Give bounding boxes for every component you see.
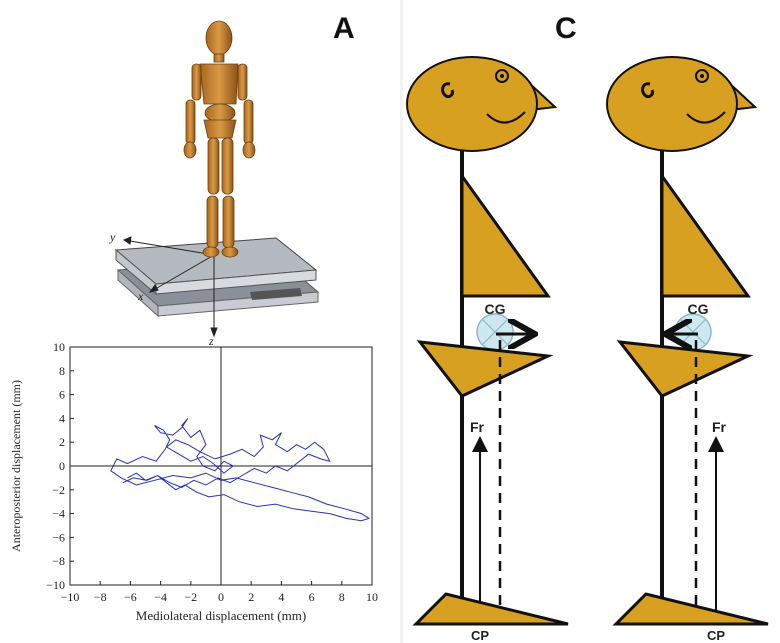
y-tick-label: 2 bbox=[59, 435, 65, 449]
cp-label: CP bbox=[707, 628, 725, 643]
panel-label-c: C bbox=[555, 12, 577, 45]
y-tick-label: −4 bbox=[52, 507, 65, 521]
stabilogram-chart: −10 −8 −6 −4 −2 0 2 4 6 8 10 −10 −8 −6 −4 −2 0 2 4 6 8 10 Me… bbox=[9, 340, 378, 623]
y-tick-label: −8 bbox=[52, 554, 65, 568]
fr-label: Fr bbox=[470, 419, 485, 435]
figure-right: CG Fr CP bbox=[606, 56, 769, 643]
axis-y-label: y bbox=[109, 230, 116, 244]
x-tick-label: −4 bbox=[154, 590, 167, 604]
y-axis-label: Anteroposterior displacement (mm) bbox=[9, 380, 23, 552]
torso-triangle bbox=[460, 171, 551, 298]
x-tick-label: 8 bbox=[339, 590, 345, 604]
y-tick-label: −10 bbox=[46, 578, 65, 592]
y-tick-label: 0 bbox=[59, 459, 65, 473]
platform-axes bbox=[122, 236, 218, 338]
head bbox=[406, 56, 538, 152]
mouth bbox=[686, 111, 726, 124]
wooden-mannequin bbox=[183, 20, 256, 258]
axis-z-label: z bbox=[208, 334, 214, 345]
panel-divider bbox=[400, 0, 403, 643]
x-tick-label: −2 bbox=[184, 590, 197, 604]
cg-label: CG bbox=[485, 301, 506, 317]
foot-triangle bbox=[612, 592, 769, 626]
head bbox=[606, 56, 738, 152]
cp-label: CP bbox=[471, 628, 489, 643]
y-tick-label: 4 bbox=[59, 411, 65, 425]
ear bbox=[641, 82, 654, 98]
x-tick-label: −6 bbox=[124, 590, 137, 604]
y-tick-label: 6 bbox=[59, 388, 65, 402]
x-tick-label: −10 bbox=[61, 590, 80, 604]
y-tick-label: 10 bbox=[53, 340, 65, 354]
torso-triangle bbox=[660, 171, 751, 298]
eye bbox=[695, 69, 709, 83]
panel-label-a: A bbox=[333, 12, 355, 45]
cop-trajectory-line bbox=[110, 418, 371, 522]
y-tick-labels: −10 −8 −6 −4 −2 0 2 4 6 8 10 bbox=[46, 340, 74, 592]
x-tick-label: 0 bbox=[218, 590, 224, 604]
eye bbox=[495, 69, 509, 83]
foot-triangle bbox=[412, 592, 569, 626]
zero-axes bbox=[70, 347, 372, 585]
x-tick-labels: −10 −8 −6 −4 −2 0 2 4 6 8 10 bbox=[61, 581, 378, 604]
x-tick-label: 10 bbox=[366, 590, 378, 604]
y-tick-label: 8 bbox=[59, 364, 65, 378]
x-tick-label: 6 bbox=[309, 590, 315, 604]
x-tick-label: 2 bbox=[248, 590, 254, 604]
mouth bbox=[486, 111, 526, 124]
x-tick-label: −8 bbox=[94, 590, 107, 604]
y-tick-label: −6 bbox=[52, 530, 65, 544]
axis-x-label: x bbox=[137, 289, 144, 303]
y-tick-label: −2 bbox=[52, 483, 65, 497]
hip-triangle bbox=[416, 340, 554, 398]
x-tick-label: 4 bbox=[278, 590, 284, 604]
ear bbox=[441, 82, 454, 98]
fr-label: Fr bbox=[712, 419, 727, 435]
cg-label: CG bbox=[688, 301, 709, 317]
figure-left: CG Fr CP bbox=[406, 56, 569, 643]
force-platform-illustration: y x z bbox=[109, 20, 320, 345]
x-axis-label: Mediolateral displacement (mm) bbox=[136, 608, 306, 623]
hip-triangle bbox=[616, 340, 754, 398]
